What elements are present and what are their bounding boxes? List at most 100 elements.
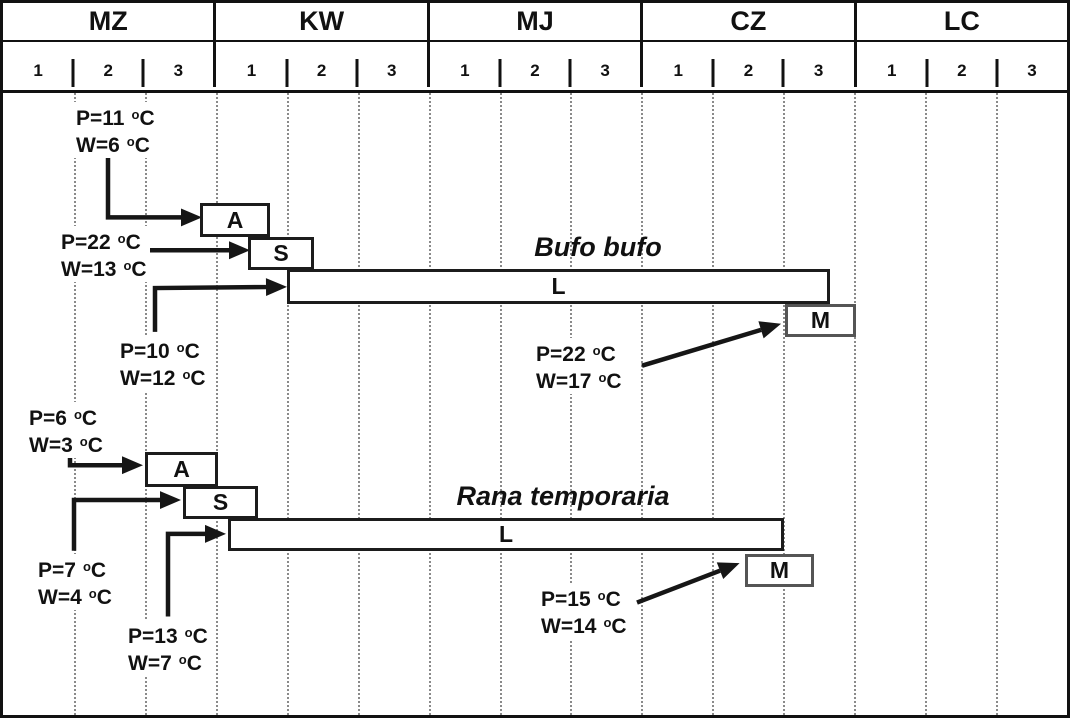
gridline <box>499 93 502 715</box>
bufo-stage-a-box: A <box>200 203 270 237</box>
species-title-rana-temporaria: Rana temporaria <box>456 481 670 511</box>
stage-label: A <box>173 456 190 482</box>
decades-mj: 1 2 3 <box>430 42 644 87</box>
gridline <box>570 93 573 715</box>
gridline <box>144 93 147 715</box>
stage-label: M <box>769 557 790 583</box>
decade-label: 1 <box>886 60 897 80</box>
gridline <box>286 93 289 715</box>
gridline <box>996 93 999 715</box>
decades-lc: 1 2 3 <box>857 42 1067 87</box>
decades-cz: 1 2 3 <box>643 42 857 87</box>
decade-label: 1 <box>246 60 257 80</box>
rana-stage-a-box: A <box>145 452 218 487</box>
month-label: CZ <box>730 6 767 36</box>
gridline <box>641 93 644 715</box>
decade-tick <box>141 58 145 87</box>
arrow-bufo-l <box>152 278 287 332</box>
decades-row: 1 2 3 1 2 3 1 2 3 1 2 <box>3 42 1067 87</box>
month-header-cz: CZ <box>643 3 857 40</box>
stage-label: S <box>273 240 289 266</box>
bufo-stage-l-bar: L <box>287 269 830 304</box>
stage-label: L <box>498 521 514 547</box>
bufo-stage-m-box: M <box>785 304 856 337</box>
decade-label: 2 <box>316 60 327 80</box>
gridline <box>357 93 360 715</box>
arrow-bufo-m <box>641 321 782 368</box>
gridline <box>428 93 431 715</box>
decade-label: 3 <box>173 60 184 80</box>
gridline <box>925 93 928 715</box>
species-title-bufo-bufo: Bufo bufo <box>534 232 662 262</box>
decade-tick <box>995 58 999 87</box>
decade-label: 2 <box>103 60 113 80</box>
month-header-kw: KW <box>216 3 430 40</box>
arrow-rana-s <box>71 491 181 551</box>
decade-label: 2 <box>957 60 967 80</box>
month-label: KW <box>299 6 345 36</box>
decade-tick <box>285 58 289 87</box>
decade-tick <box>568 58 572 87</box>
rana-stage-l-bar: L <box>228 518 784 551</box>
decade-label: 3 <box>1027 60 1037 80</box>
rana-stage-m-box: M <box>745 554 814 587</box>
month-label: LC <box>943 6 980 36</box>
gridline <box>215 93 218 715</box>
months-row: MZ KW MJ CZ LC <box>3 3 1067 42</box>
stage-label: A <box>226 206 244 233</box>
decade-label: 2 <box>743 60 754 80</box>
decades-mz: 1 2 3 <box>3 42 217 87</box>
month-header-mz: MZ <box>3 3 217 40</box>
arrow-rana-m <box>636 562 740 605</box>
decade-tick <box>781 58 785 87</box>
decade-label: 1 <box>460 60 470 80</box>
decade-label: 2 <box>530 60 540 80</box>
decade-tick <box>71 58 75 87</box>
rana-stage-s-box: S <box>183 486 258 519</box>
month-label: MJ <box>516 6 554 36</box>
decade-tick <box>925 58 929 87</box>
bufo-stage-s-box: S <box>248 237 314 270</box>
stage-label: L <box>551 273 566 299</box>
decade-tick <box>711 58 715 87</box>
stage-label: S <box>212 489 229 515</box>
decade-label: 3 <box>387 60 397 80</box>
month-header-lc: LC <box>857 3 1067 40</box>
arrow-rana-l <box>165 524 226 617</box>
decades-kw: 1 2 3 <box>216 42 430 87</box>
gridline <box>854 93 857 715</box>
gridline <box>712 93 715 715</box>
stage-label: M <box>810 307 831 333</box>
decade-tick <box>355 58 359 87</box>
decade-label: 3 <box>813 60 824 80</box>
decade-label: 3 <box>600 60 610 80</box>
decade-label: 1 <box>33 60 43 80</box>
month-label: MZ <box>88 6 128 36</box>
decade-label: 1 <box>673 60 684 80</box>
